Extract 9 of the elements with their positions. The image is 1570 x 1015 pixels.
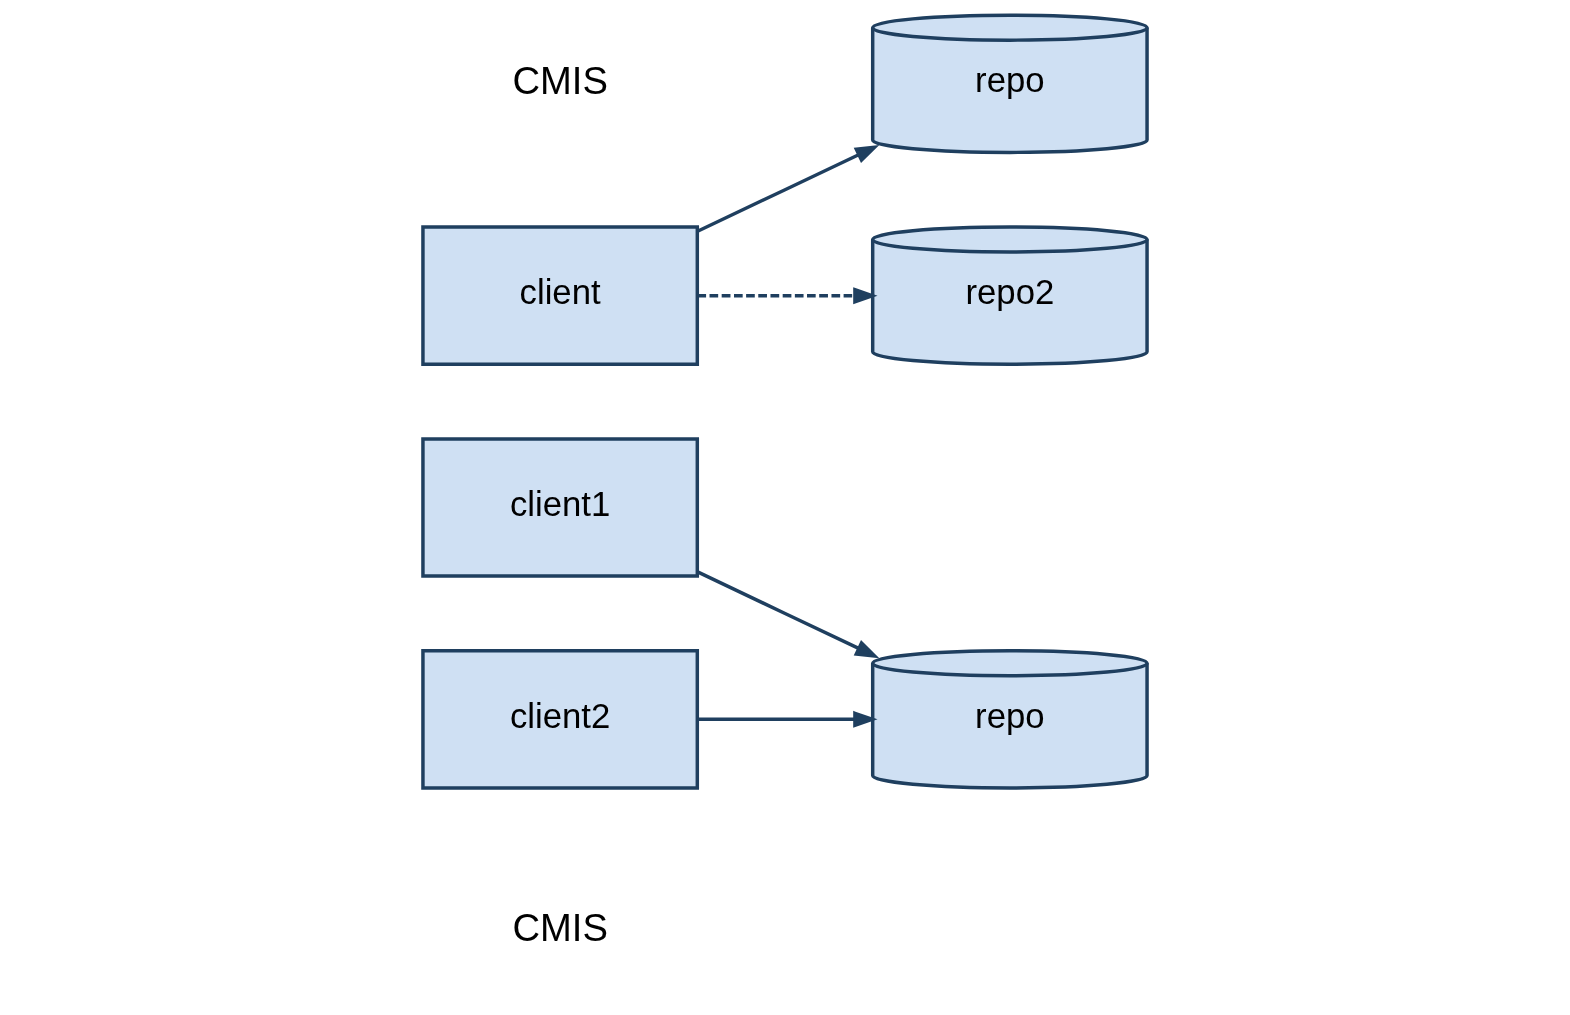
node-box: client [421, 225, 700, 366]
label: CMIS [512, 905, 608, 949]
arrow [696, 570, 880, 659]
arrow [697, 287, 878, 305]
arrow [697, 710, 878, 728]
label: CMIS [512, 58, 608, 102]
node-box: client2 [421, 649, 700, 790]
arrow [696, 144, 880, 233]
node-box: client1 [421, 437, 700, 578]
